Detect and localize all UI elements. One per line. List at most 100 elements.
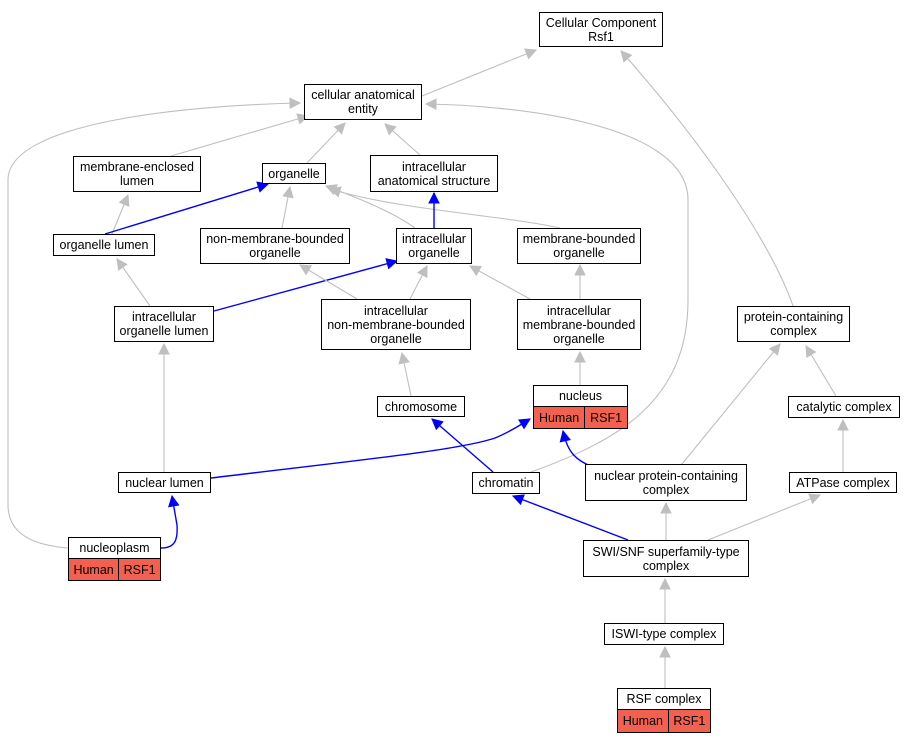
arrowhead [299,264,312,276]
arrowhead [428,191,440,204]
edge-pcc-to-root [620,50,794,307]
node-organelle-lumen[interactable]: organelle lumen [53,234,155,256]
edge-ol-to-mel [111,193,130,235]
edge-ias-to-cae [384,123,421,156]
edge-line [707,494,821,541]
edge-swisnf-to-npcc [660,501,672,540]
arrowhead [116,258,128,271]
edge-inmbo-to-io [409,265,428,300]
arrowhead [660,501,672,514]
arrowhead [524,48,538,60]
node-label-line: organelle [249,246,301,260]
edge-nucleoplasm-to-nl [160,494,180,549]
arrowhead [511,494,525,506]
node-catalytic-complex[interactable]: catalytic complex [788,396,900,418]
edge-swisnf-to-chromatin [511,494,629,541]
arrowhead [659,645,671,658]
node-nuclear-lumen[interactable]: nuclear lumen [118,472,211,493]
node-label-line: organelle [553,331,605,346]
annotation-gene: RSF1 [667,710,710,732]
node-label-line: Cellular Component [545,15,657,30]
edge-line [620,50,794,307]
edge-line [7,102,301,549]
node-nucleus[interactable]: nucleus [533,385,628,407]
edge-line [210,418,531,479]
node-label-line: chromatin [478,476,534,490]
edge-line [160,495,178,549]
edge-line [170,115,309,157]
node-label-line: cellular anatomical [311,88,415,102]
arrowhead [768,343,781,356]
node-rsf-complex[interactable]: RSF complex [617,688,711,710]
node-label-line: nuclear lumen [125,475,204,490]
node-label-line: lumen [119,174,155,188]
node-organelle[interactable]: organelle [262,163,326,184]
node-chromosome[interactable]: chromosome [377,396,465,417]
annotation-gene: RSF1 [118,559,160,580]
node-label-line: anatomical structure [377,173,491,188]
node-label-line: intracellular [402,159,466,174]
node-label-line: membrane-enclosed [80,160,194,174]
arrowhead [385,258,399,270]
arrowhead [333,122,346,135]
node-label-line: protein-containing [743,310,844,324]
edge-iswi-to-swisnf [659,577,671,623]
node-label-line: complex [770,324,817,338]
edge-line [681,343,781,465]
edge-line [213,260,398,312]
arrowhead [417,265,428,278]
arrowhead [574,263,586,276]
node-label-line: nucleoplasm [79,541,150,555]
edge-line [431,418,494,473]
node-nucleoplasm[interactable]: nucleoplasm [68,537,161,559]
node-label-line: organelle lumen [119,324,209,338]
arrowhead [289,97,302,110]
node-label-line: intracellular [364,303,428,318]
edge-chromatin-to-cae [424,98,689,473]
node-label-line: organelle [370,331,422,346]
node-label-line: chromosome [384,399,458,414]
edge-nl-to-iol [158,342,170,472]
node-label-line: membrane-bounded [522,232,636,246]
annotation-gene: RSF1 [584,407,627,428]
arrowhead [328,186,342,198]
edge-inmbo-to-nmbo [299,264,358,300]
node-label-line: complex [642,482,690,497]
node-label-line: complex [642,558,690,573]
edge-npcc-to-pcc [681,343,781,465]
node-label-line: nucleus [558,389,603,403]
node-chromatin[interactable]: chromatin [472,472,540,494]
arrowhead [424,98,437,110]
edge-line [421,49,537,97]
arrowhead [469,265,482,277]
arrowhead [805,345,817,358]
node-label-line: catalytic complex [796,400,892,414]
edge-catalytic-to-pcc [805,345,837,397]
edge-line [104,183,269,235]
annotation-species: Human [73,562,114,577]
edge-chromosome-to-inmbo [398,351,412,397]
arrowhead [559,429,571,443]
node-label-line: entity [348,102,378,116]
arrowhead [384,123,397,136]
node-iswi-type-complex[interactable]: ISWI-type complex [604,623,724,645]
node-atpase-complex[interactable]: ATPase complex [789,472,897,493]
edge-nl-to-nucleus [210,418,531,479]
edge-iol-to-io [213,258,399,312]
arrowhead [659,577,671,590]
edge-nucleus-to-imbo [574,350,586,385]
